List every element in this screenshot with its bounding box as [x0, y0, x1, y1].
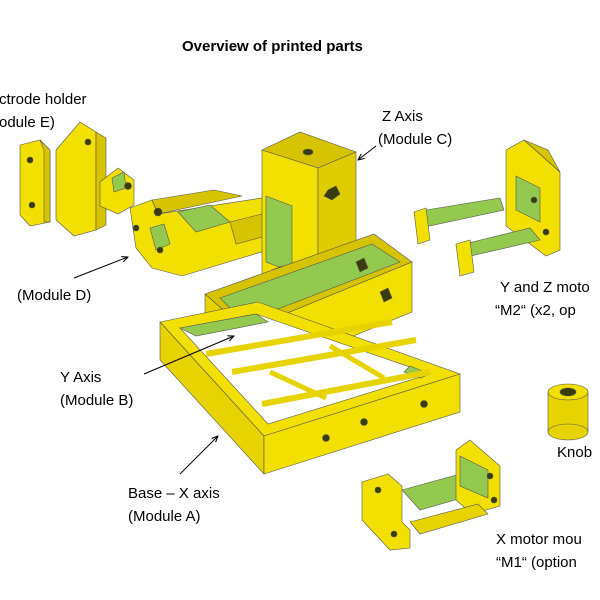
label-module-b-line1: Y Axis: [60, 369, 102, 386]
label-module-a: Base – X axis (Module A): [128, 482, 220, 528]
arrow-module-a: [179, 436, 218, 475]
arrow-module-d: [73, 257, 128, 279]
label-module-c: Z Axis (Module C): [378, 105, 452, 151]
label-module-a-line2: (Module A): [128, 508, 201, 525]
arrow-module-c: [358, 145, 377, 160]
m2-motor-mount-part: [413, 139, 561, 277]
label-knob-line1: Knob: [557, 444, 593, 461]
label-module-c-line2: (Module C): [378, 131, 453, 148]
label-module-e: ctrode holder odule E): [0, 88, 87, 134]
module-d-part: [129, 189, 269, 277]
module-e-part: [19, 121, 135, 237]
label-x-motor-line1: X motor mou: [496, 531, 582, 548]
label-module-d-line1: (Module D): [17, 287, 92, 304]
label-module-e-line1: ctrode holder: [0, 91, 87, 108]
label-module-b: Y Axis (Module B): [60, 366, 133, 412]
label-x-motor: X motor mou “M1“ (option: [496, 528, 582, 574]
label-module-d: (Module D): [17, 284, 91, 307]
label-y-z-motor-line1: Y and Z moto: [500, 279, 590, 296]
label-module-c-line1: Z Axis: [382, 108, 423, 125]
label-knob: Knob: [557, 441, 592, 464]
callout-arrows: [73, 145, 377, 475]
module-a-part: [159, 301, 461, 475]
label-module-b-line2: (Module B): [60, 392, 134, 409]
arrow-module-b: [143, 336, 234, 375]
m1-motor-mount-part: [361, 439, 501, 551]
diagram-title: Overview of printed parts: [182, 38, 363, 55]
label-module-a-line1: Base – X axis: [128, 485, 220, 502]
label-y-z-motor: Y and Z moto “M2“ (x2, op: [495, 276, 590, 322]
label-module-e-line2: odule E): [0, 114, 55, 131]
label-x-motor-line2: “M1“ (option: [496, 554, 577, 571]
label-y-z-motor-line2: “M2“ (x2, op: [495, 302, 576, 319]
knob-part: [547, 383, 589, 441]
